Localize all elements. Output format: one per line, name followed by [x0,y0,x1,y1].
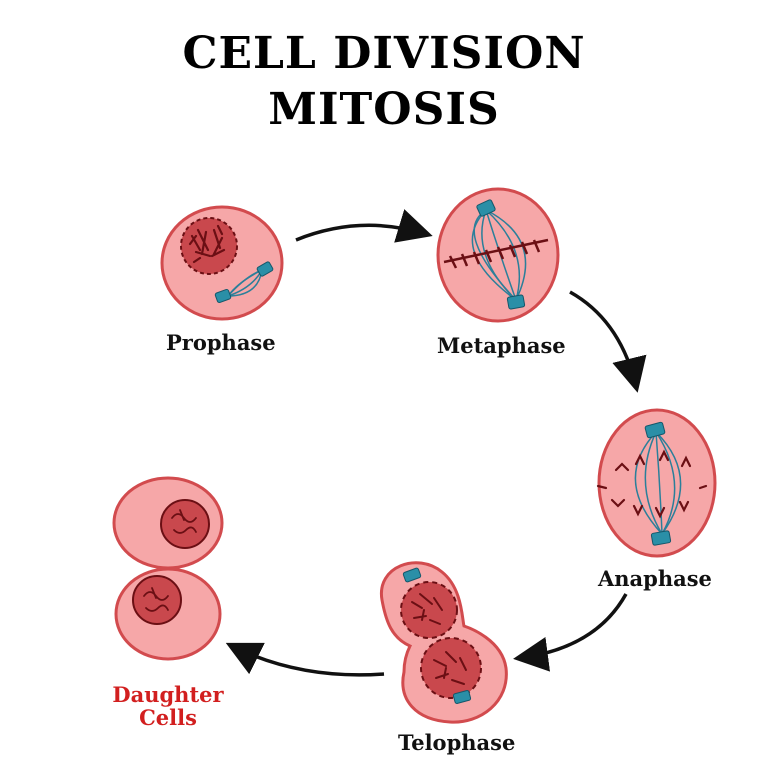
telophase-centrosome-b [452,690,472,704]
label-prophase: Prophase [166,330,276,355]
label-daughter-line-1: Daughter [112,682,224,707]
metaphase-centrosome-a [476,199,496,217]
metaphase-centrosome-b [506,294,526,310]
anaphase-centrosome-a [644,421,666,439]
title-line-2: MITOSIS [268,84,500,135]
telophase-nucleus-lower [420,637,482,699]
telophase-cell [380,561,508,724]
prophase-centrosome-b [256,261,274,277]
metaphase-cell [436,187,560,323]
label-daughter-line-2: Cells [139,705,197,731]
telophase-nucleus-upper [400,581,458,639]
daughter-cell-lower [114,567,222,661]
arrow-metaphase-to-anaphase [569,290,647,393]
label-metaphase: Metaphase [437,333,566,358]
telophase-centrosome-a [402,567,422,583]
label-daughter-cells: Daughter Cells [108,683,228,729]
prophase-nucleus [180,217,238,275]
prophase-centrosome-a [214,288,232,304]
metaphase-chromosomes [443,238,549,269]
title-line-1: CELL DIVISION [182,28,586,79]
arrow-anaphase-to-telophase [513,593,628,672]
label-telophase: Telophase [398,730,516,755]
prophase-cell [160,205,284,321]
anaphase-centrosome-b [650,530,672,546]
label-anaphase: Anaphase [598,566,712,591]
anaphase-chromosomes [596,449,708,519]
arrow-prophase-to-metaphase [295,209,433,243]
daughter-cell-upper [112,476,224,570]
arrow-telophase-to-daughter-cells [225,642,385,677]
anaphase-spindle [634,431,682,535]
anaphase-cell [596,408,717,558]
